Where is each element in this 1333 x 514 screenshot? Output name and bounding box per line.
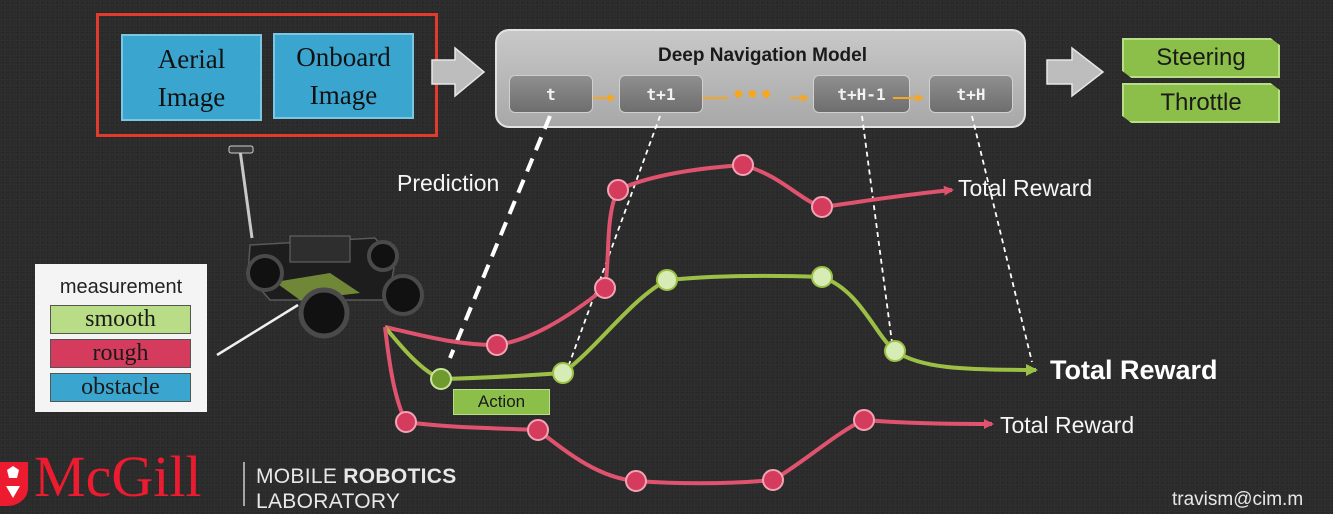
measurement-legend: measurement smooth rough obstacle xyxy=(35,264,207,412)
onboard-image-label-line1: Onboard xyxy=(296,42,391,72)
middle-smooth-trajectory xyxy=(383,273,1038,382)
prediction-dash-t-plus-1 xyxy=(566,115,661,371)
rough-node xyxy=(486,334,508,356)
prediction-dash-t-plus-h-minus-1 xyxy=(861,115,894,351)
smooth-node xyxy=(811,266,833,288)
aerial-image-label-line1: Aerial xyxy=(157,43,226,74)
aerial-image-label-line2: Image xyxy=(157,81,226,112)
timestep-ellipsis: ●●● xyxy=(733,83,775,103)
rough-node xyxy=(762,469,784,491)
rough-node xyxy=(594,277,616,299)
onboard-image-label-line2: Image xyxy=(309,80,378,110)
rough-node xyxy=(607,179,629,201)
mcgill-wordmark: McGill xyxy=(34,444,202,509)
total-reward-top-label: Total Reward xyxy=(958,175,1093,201)
lab-name-line1: MOBILE ROBOTICS xyxy=(256,465,457,489)
input-to-model-arrow xyxy=(431,46,486,98)
contact-email: travism@cim.m xyxy=(1172,489,1304,510)
rough-node xyxy=(732,154,754,176)
model-to-output-arrow xyxy=(1046,46,1105,98)
legend-item-rough: rough xyxy=(50,339,191,368)
smooth-node xyxy=(884,340,906,362)
model-title: Deep Navigation Model xyxy=(657,45,868,66)
lab-name-regular: MOBILE xyxy=(256,465,344,488)
timestep-t-plus-h: t+H xyxy=(929,75,1013,113)
total-reward-best-label: Total Reward xyxy=(1050,355,1218,385)
deep-navigation-model: Deep Navigation Model t t+1 t+H-1 t+H ●●… xyxy=(495,29,1026,128)
lab-name-line2: LABORATORY xyxy=(256,490,401,513)
steering-output: Steering xyxy=(1122,38,1280,78)
prediction-dash-t xyxy=(448,115,552,359)
timestep-t-plus-1: t+1 xyxy=(619,75,703,113)
action-label: Action xyxy=(453,389,550,415)
onboard-image-box: Onboard Image xyxy=(273,33,414,119)
timestep-t: t xyxy=(509,75,593,113)
lab-name-bold: ROBOTICS xyxy=(343,465,457,488)
legend-pointer-line xyxy=(216,303,299,357)
legend-item-smooth: smooth xyxy=(50,305,191,334)
mcgill-crest-icon xyxy=(0,462,28,506)
total-reward-bottom-label: Total Reward xyxy=(1000,412,1135,438)
throttle-output: Throttle xyxy=(1122,83,1280,123)
rough-node xyxy=(811,196,833,218)
legend-title: measurement xyxy=(59,276,183,298)
prediction-dash-t-plus-h xyxy=(971,115,1033,363)
rough-node xyxy=(625,470,647,492)
rough-node xyxy=(853,409,875,431)
smooth-node xyxy=(552,362,574,384)
robot-car-icon xyxy=(228,145,424,339)
prediction-label: Prediction xyxy=(397,170,500,196)
legend-item-obstacle: obstacle xyxy=(50,373,191,402)
aerial-image-box: Aerial Image xyxy=(121,34,262,121)
timestep-t-plus-h-minus-1: t+H-1 xyxy=(813,75,910,113)
smooth-node xyxy=(656,269,678,291)
action-node xyxy=(430,368,452,390)
rough-node xyxy=(395,411,417,433)
rough-node xyxy=(527,419,549,441)
